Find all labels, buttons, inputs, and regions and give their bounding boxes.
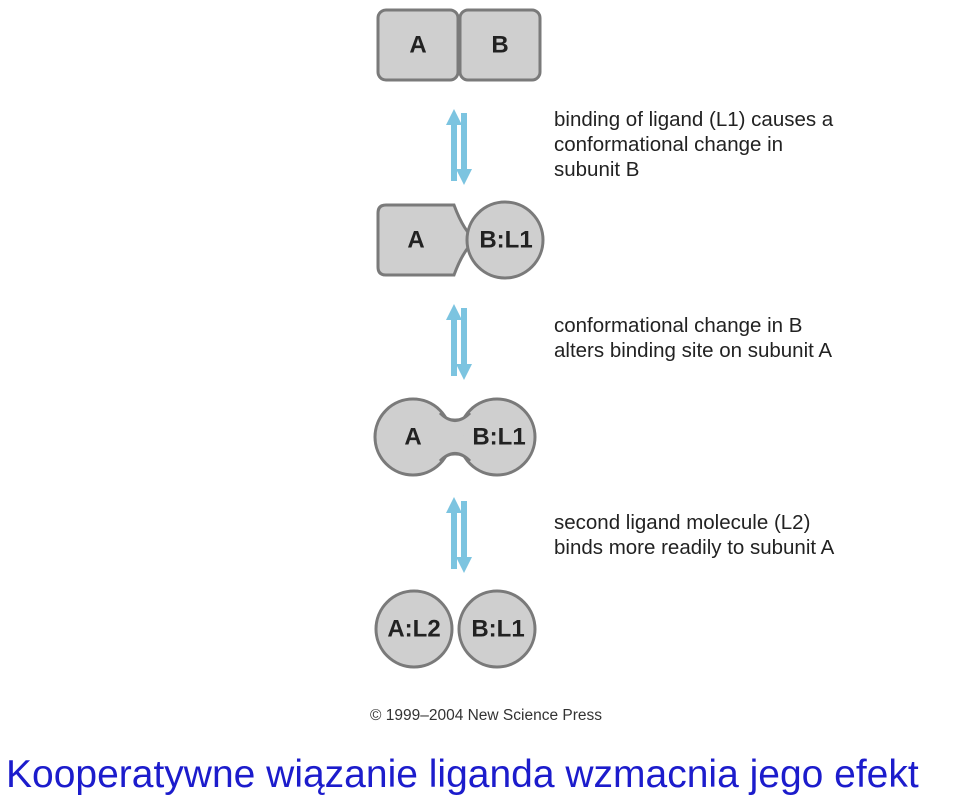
- subunit-b-label: B:L1: [479, 227, 532, 254]
- caption-2-line-2: alters binding site on subunit A: [554, 339, 832, 362]
- subunit-a-square: [376, 203, 479, 277]
- caption-2-line-1: conformational change in B: [554, 314, 802, 337]
- subunit-a-label: A: [404, 424, 421, 451]
- subunit-b-label: B: [491, 32, 508, 59]
- equilibrium-arrow-2: [446, 304, 472, 380]
- subunit-a-label: A: [409, 32, 426, 59]
- subunit-b-label: B:L1: [471, 616, 524, 643]
- subunit-b-round: [457, 589, 537, 669]
- reverse-arrow: [456, 113, 472, 185]
- reverse-arrow: [456, 501, 472, 573]
- equilibrium-arrow-1: [446, 109, 472, 185]
- stage-2: A B:L1: [376, 200, 545, 280]
- forward-arrow: [446, 497, 462, 569]
- subunit-junction-outline-top: [438, 411, 472, 422]
- subunit-b-label: B:L1: [472, 424, 525, 451]
- subunit-junction-outline-bottom: [438, 452, 472, 463]
- forward-arrow: [446, 304, 462, 376]
- subunit-a-label: A: [407, 227, 424, 254]
- caption-2: conformational change in B alters bindin…: [554, 314, 832, 362]
- slide-title: Kooperatywne wiązanie liganda wzmacnia j…: [6, 753, 919, 796]
- equilibrium-arrow-3: [446, 497, 472, 573]
- stage-1: A B: [376, 8, 542, 82]
- copyright-notice: © 1999–2004 New Science Press: [370, 707, 602, 724]
- subunit-b-square: [458, 8, 542, 82]
- subunit-a-round: [374, 589, 454, 669]
- caption-3-line-1: second ligand molecule (L2): [554, 511, 810, 534]
- subunit-a-label: A:L2: [387, 616, 440, 643]
- subunit-b-round: [465, 200, 545, 280]
- caption-3: second ligand molecule (L2) binds more r…: [554, 511, 835, 559]
- stage-3: A B:L1: [373, 397, 537, 477]
- subunit-junction: [438, 418, 472, 456]
- subunit-a-square: [376, 8, 460, 82]
- caption-3-line-2: binds more readily to subunit A: [554, 536, 835, 559]
- forward-arrow: [446, 109, 462, 181]
- caption-1-line-1: binding of ligand (L1) causes a: [554, 108, 834, 131]
- caption-1: binding of ligand (L1) causes a conforma…: [554, 108, 834, 181]
- caption-1-line-2: conformational change in: [554, 133, 783, 156]
- reverse-arrow: [456, 308, 472, 380]
- stage-4: A:L2 B:L1: [374, 589, 537, 669]
- caption-1-line-3: subunit B: [554, 158, 639, 181]
